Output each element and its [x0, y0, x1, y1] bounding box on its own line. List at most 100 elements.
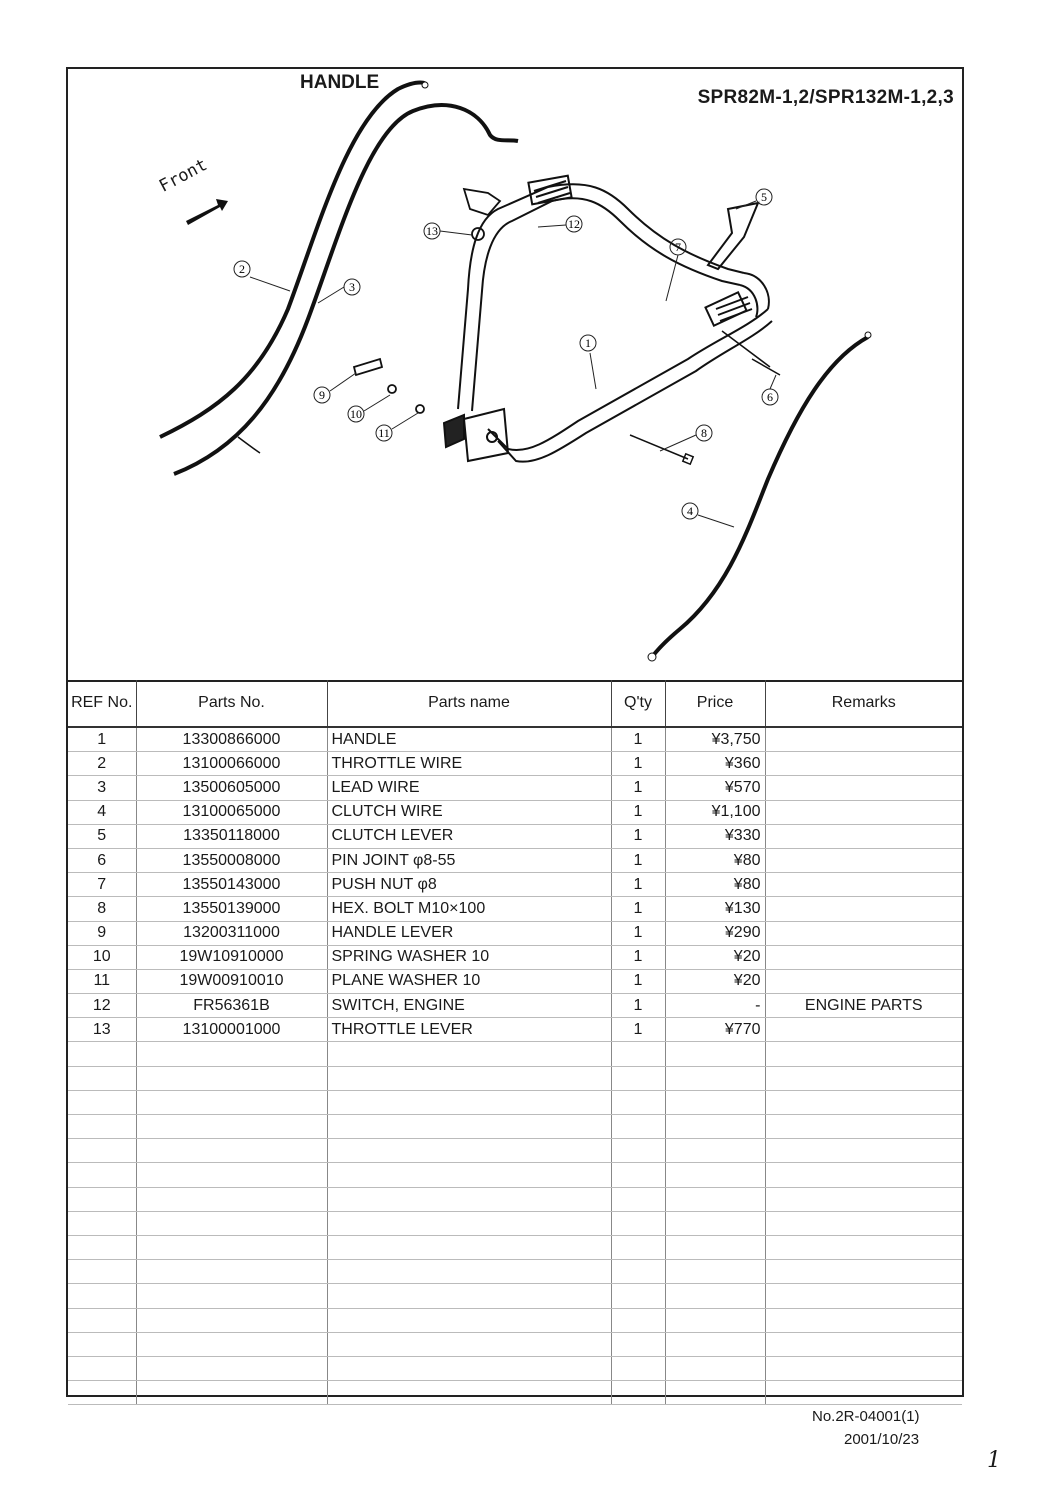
lead-wire — [173, 103, 519, 476]
model-number: SPR82M-1,2/SPR132M-1,2,3 — [697, 87, 954, 108]
empty-cell — [327, 1114, 612, 1140]
svg-text:9: 9 — [319, 388, 325, 402]
empty-cell — [327, 1090, 612, 1116]
section-title: HANDLE — [300, 72, 380, 93]
empty-cell — [136, 1259, 328, 1285]
empty-cell — [611, 1090, 666, 1116]
empty-cell — [765, 1332, 962, 1357]
part-name-cell: LEAD WIRE — [327, 775, 612, 801]
svg-text:12: 12 — [568, 217, 580, 231]
part-no-cell: 13100066000 — [136, 751, 328, 777]
part-no-cell: 19W10910000 — [136, 945, 328, 970]
empty-cell — [136, 1090, 328, 1116]
empty-cell — [665, 1114, 766, 1140]
empty-cell — [136, 1380, 328, 1406]
callout-4: 4 — [681, 502, 735, 528]
empty-cell — [665, 1235, 766, 1261]
col-price: Price — [665, 680, 766, 728]
empty-cell — [327, 1308, 612, 1333]
callout-5: 5 — [735, 188, 773, 210]
remarks-cell: ENGINE PARTS — [765, 993, 962, 1019]
empty-cell — [68, 1283, 137, 1309]
empty-cell — [136, 1138, 328, 1164]
price-cell: ¥770 — [665, 1017, 766, 1043]
empty-cell — [765, 1114, 962, 1140]
empty-table-row — [68, 1308, 962, 1333]
price-cell: - — [665, 993, 766, 1019]
qty-cell: 1 — [611, 751, 666, 777]
empty-cell — [611, 1283, 666, 1309]
empty-cell — [611, 1211, 666, 1236]
svg-text:4: 4 — [687, 504, 693, 518]
part-no-cell: 13100001000 — [136, 1017, 328, 1043]
ref-cell: 11 — [68, 969, 137, 995]
empty-cell — [68, 1041, 137, 1067]
empty-cell — [611, 1356, 666, 1382]
empty-table-row — [68, 1356, 962, 1382]
empty-cell — [327, 1211, 612, 1236]
empty-table-row — [68, 1283, 962, 1309]
empty-cell — [327, 1138, 612, 1164]
empty-table-row — [68, 1187, 962, 1212]
pin-joint — [721, 330, 781, 376]
empty-cell — [611, 1235, 666, 1261]
empty-cell — [665, 1211, 766, 1236]
empty-cell — [765, 1211, 962, 1236]
empty-cell — [68, 1066, 137, 1091]
empty-table-row — [68, 1041, 962, 1067]
empty-cell — [611, 1114, 666, 1140]
price-cell: ¥360 — [665, 751, 766, 777]
col-qty: Q'ty — [611, 680, 666, 728]
parts-table: REF No. Parts No. Parts name Q'ty Price … — [68, 680, 962, 1406]
empty-table-row — [68, 1138, 962, 1164]
price-cell: ¥1,100 — [665, 800, 766, 825]
empty-cell — [68, 1162, 137, 1188]
empty-table-row — [68, 1162, 962, 1188]
qty-cell: 1 — [611, 896, 666, 922]
svg-text:11: 11 — [378, 426, 390, 440]
qty-cell: 1 — [611, 945, 666, 970]
empty-cell — [327, 1066, 612, 1091]
clutch-lever — [706, 201, 760, 271]
remarks-cell — [765, 727, 962, 753]
part-name-cell: HANDLE LEVER — [327, 921, 612, 946]
part-name-cell: PLANE WASHER 10 — [327, 969, 612, 995]
svg-text:2: 2 — [239, 262, 245, 276]
part-name-cell: THROTTLE WIRE — [327, 751, 612, 777]
empty-cell — [665, 1380, 766, 1406]
empty-cell — [665, 1308, 766, 1333]
empty-table-row — [68, 1114, 962, 1140]
empty-cell — [327, 1283, 612, 1309]
empty-cell — [765, 1090, 962, 1116]
empty-cell — [665, 1041, 766, 1067]
part-no-cell: 13200311000 — [136, 921, 328, 946]
empty-cell — [765, 1187, 962, 1212]
svg-text:6: 6 — [767, 390, 773, 404]
price-cell: ¥570 — [665, 775, 766, 801]
qty-cell: 1 — [611, 969, 666, 995]
empty-cell — [765, 1066, 962, 1091]
empty-cell — [68, 1187, 137, 1212]
svg-text:7: 7 — [675, 240, 681, 254]
empty-cell — [327, 1041, 612, 1067]
part-no-cell: 13550008000 — [136, 848, 328, 874]
col-ref-no: REF No. — [68, 680, 137, 728]
part-no-cell: 13500605000 — [136, 775, 328, 801]
empty-cell — [136, 1041, 328, 1067]
empty-cell — [665, 1187, 766, 1212]
qty-cell: 1 — [611, 800, 666, 825]
qty-cell: 1 — [611, 727, 666, 753]
callout-13: 13 — [423, 222, 473, 240]
callout-9: 9 — [313, 372, 357, 404]
price-cell: ¥20 — [665, 945, 766, 970]
ref-cell: 5 — [68, 824, 137, 849]
empty-cell — [68, 1308, 137, 1333]
handle-lever-pin — [352, 357, 425, 414]
ref-cell: 12 — [68, 993, 137, 1019]
part-no-cell: 13550143000 — [136, 872, 328, 898]
ref-cell: 4 — [68, 800, 137, 825]
